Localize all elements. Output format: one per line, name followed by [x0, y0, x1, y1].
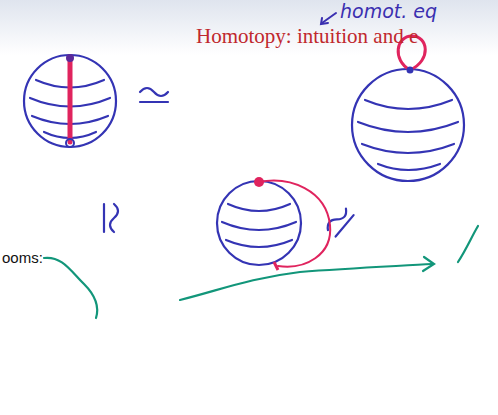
- endpoint-dot: [254, 177, 264, 187]
- equivalence-symbol: [140, 88, 168, 102]
- ball: [352, 69, 464, 181]
- note-arrow: [322, 13, 336, 23]
- annotation-arrow: [44, 258, 97, 318]
- diameter-segment: [68, 58, 73, 142]
- body-text: ooms:: [2, 249, 43, 266]
- slide-title: Homotopy: intuition and e: [196, 24, 418, 49]
- annotation-arrow: [458, 226, 478, 262]
- ball-shading: [358, 100, 458, 170]
- outer-arc: [259, 181, 330, 267]
- basepoint-dot: [407, 67, 414, 74]
- annotation-arrowhead: [423, 257, 434, 271]
- ball: [24, 55, 116, 147]
- note-arrowhead: [321, 18, 328, 24]
- ball: [217, 181, 301, 265]
- handwritten-note: homot. eq: [340, 0, 437, 22]
- endpoint-tick: [274, 262, 278, 270]
- endpoint-dot: [66, 54, 74, 62]
- endpoint-dot: [66, 139, 74, 147]
- annotation-arrow: [180, 264, 432, 300]
- header-band: [0, 0, 498, 55]
- ball-shading: [222, 204, 296, 247]
- equivalence-symbol: [104, 204, 118, 232]
